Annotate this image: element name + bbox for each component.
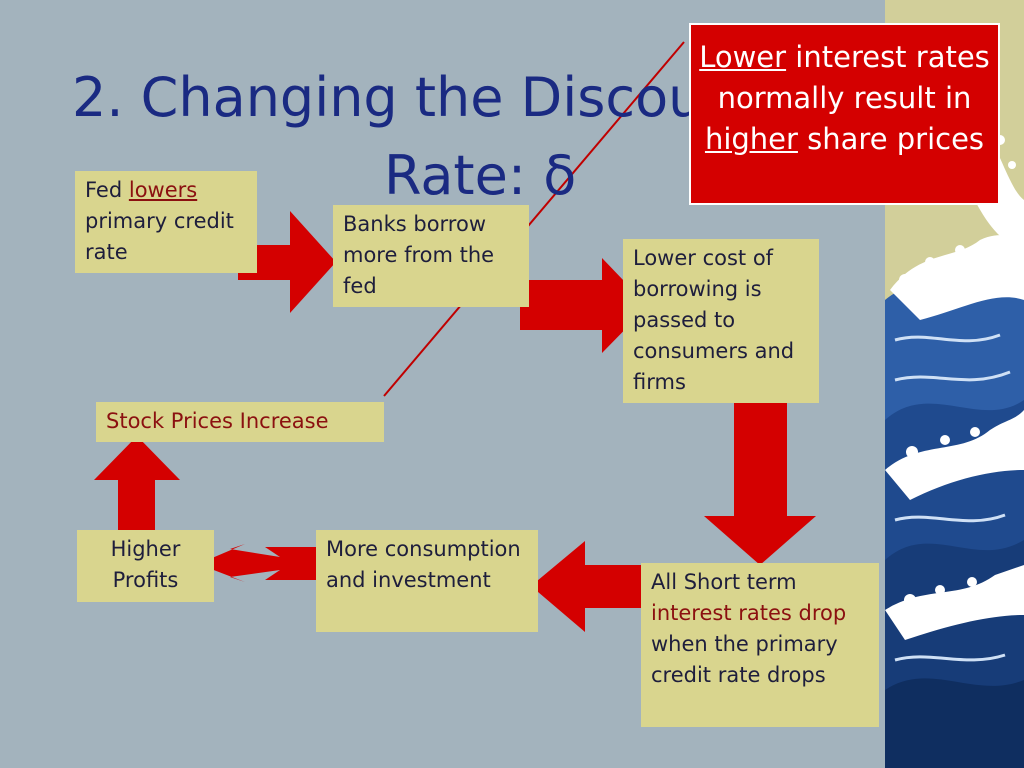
fed-text-b: primary credit rate [85,209,234,264]
box-more-consumption: More consumption and investment [316,530,538,632]
callout-text-a: interest rates normally result in [717,40,990,115]
cost-text: Lower cost of borrowing is passed to con… [633,246,795,394]
slide-title-line1: 2. Changing the Discount [72,66,758,129]
arrow-profits-to-stock [94,436,180,537]
box-higher-profits: Higher Profits [77,530,214,602]
box-fed-lowers-rate: Fed lowers primary credit rate [75,171,257,273]
box-short-term-rates: All Short term interest rates drop when … [641,563,879,727]
box-stock-prices: Stock Prices Increase [96,402,384,442]
delta-symbol: δ [543,144,577,207]
arrow-more-to-profits-lightning [198,544,316,582]
arrow-cost-to-short [704,383,816,565]
arrow-banks-to-cost [520,258,648,353]
short-text-rates-drop: interest rates drop [651,601,847,625]
callout-lower: Lower [699,40,787,74]
arrow-fed-to-banks [238,211,336,313]
callout-box: Lower interest rates normally result in … [689,23,1000,205]
stock-text: Stock Prices Increase [106,409,329,433]
callout-higher: higher [704,122,798,156]
fed-text-a: Fed [85,178,129,202]
callout-connector-line [383,41,685,397]
short-text-a: All Short term [651,570,797,594]
more-text: More consumption and investment [326,537,521,592]
profits-text: Higher Profits [110,537,181,592]
title-rate-text: Rate: [384,144,544,207]
short-text-b: when the primary credit rate drops [651,632,838,687]
box-banks-borrow: Banks borrow more from the fed [333,205,529,307]
fed-text-lowers: lowers [128,178,198,202]
callout-text-b: share prices [797,122,985,156]
box-lower-cost: Lower cost of borrowing is passed to con… [623,239,819,403]
banks-text: Banks borrow more from the fed [343,212,495,298]
arrow-short-to-more [531,541,652,632]
slide-title-line2: Rate: δ [384,146,576,206]
